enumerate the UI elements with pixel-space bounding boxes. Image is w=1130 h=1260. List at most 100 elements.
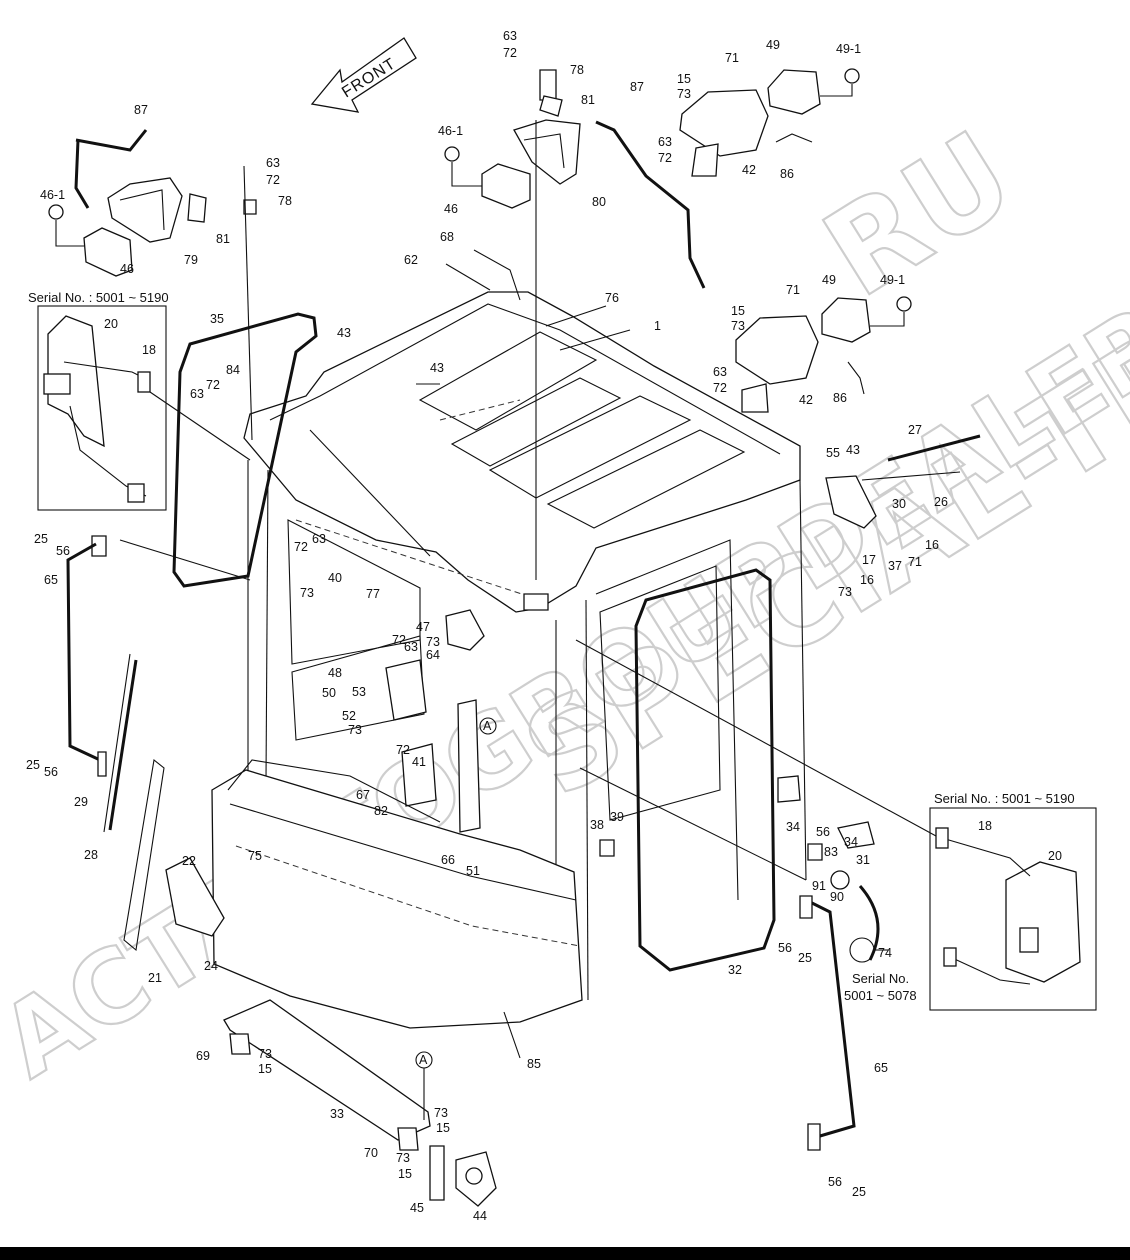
callout-label: 31 [856,853,870,867]
callout-label: 55 [826,446,840,460]
callout-label: 63 [404,640,418,654]
callout-label: 34 [844,835,858,849]
callout-label: 39 [610,810,624,824]
callout-label: 72 [658,151,672,165]
bottom-border-bar [0,1247,1130,1260]
callout-label: 71 [786,283,800,297]
callout-label: 63 [503,29,517,43]
callout-label: 77 [366,587,380,601]
callout-label: 56 [828,1175,842,1189]
left-mirror-serial-box: Serial No. : 5001 ~ 5190 [28,290,169,511]
callout-label: 25 [26,758,40,772]
callout-label: 38 [590,818,604,832]
callout-label: 63 [312,532,326,546]
callout-label: 72 [396,743,410,757]
callout-label: 64 [426,648,440,662]
callout-label: 80 [592,195,606,209]
left-serial-label: Serial No. : 5001 ~ 5190 [28,290,169,305]
right-serial-label: Serial No. : 5001 ~ 5190 [934,791,1075,806]
callout-label: 53 [352,685,366,699]
callout-label: 50 [322,686,336,700]
callout-label: 63 [658,135,672,149]
callout-label: 81 [581,93,595,107]
callout-labels: 63 72 78 81 87 71 49 49-1 15 73 63 72 42… [26,29,1062,1223]
callout-label: 27 [908,423,922,437]
callout-label: 45 [410,1201,424,1215]
callout-label: 78 [278,194,292,208]
callout-label: 25 [852,1185,866,1199]
callout-label: 71 [725,51,739,65]
callout-label: 75 [248,849,262,863]
callout-label: 86 [833,391,847,405]
callout-label: 73 [434,1106,448,1120]
callout-label: 20 [1048,849,1062,863]
callout-label: 16 [925,538,939,552]
marker-a-cab: A [483,719,492,733]
serial-note-line2: 5001 ~ 5078 [844,988,917,1003]
callout-label: 18 [142,343,156,357]
callout-label: 35 [210,312,224,326]
callout-label: 72 [266,173,280,187]
callout-label: 46 [444,202,458,216]
callout-label: 85 [527,1057,541,1071]
callout-label: 83 [824,845,838,859]
callout-label: 1 [654,319,661,333]
callout-label: 16 [860,573,874,587]
callout-label: 46 [120,262,134,276]
callout-label: 73 [731,319,745,333]
callout-label: 81 [216,232,230,246]
callout-label: 56 [816,825,830,839]
callout-label: 56 [778,941,792,955]
leader-lines [119,120,937,1059]
callout-label: 69 [196,1049,210,1063]
callout-label: 30 [892,497,906,511]
callout-label: 70 [364,1146,378,1160]
marker-a-bottom: A [419,1053,428,1067]
callout-label: 56 [56,544,70,558]
callout-label: 87 [630,80,644,94]
callout-label: 67 [356,788,370,802]
callout-label: 66 [441,853,455,867]
callout-label: 48 [328,666,342,680]
callout-label: 47 [416,620,430,634]
callout-label: 68 [440,230,454,244]
callout-label: 71 [908,555,922,569]
callout-label: 84 [226,363,240,377]
callout-label: 42 [742,163,756,177]
callout-label: 15 [398,1167,412,1181]
callout-label: 73 [838,585,852,599]
callout-label: 73 [348,723,362,737]
callout-label: 24 [204,959,218,973]
callout-label: 34 [786,820,800,834]
callout-label: 26 [934,495,948,509]
callout-label: 76 [605,291,619,305]
callout-label: 49 [822,273,836,287]
callout-label: 37 [888,559,902,573]
callout-label: 17 [862,553,876,567]
callout-label: 72 [206,378,220,392]
right-mirror-serial-box: Serial No. : 5001 ~ 5190 [929,791,1097,1011]
callout-label: 87 [134,103,148,117]
callout-label: 73 [300,586,314,600]
callout-label: 49 [766,38,780,52]
callout-label: 33 [330,1107,344,1121]
callout-label: 82 [374,804,388,818]
callout-label: 28 [84,848,98,862]
callout-label: 43 [337,326,351,340]
callout-label: 15 [731,304,745,318]
callout-label: 63 [266,156,280,170]
callout-label: 22 [182,854,196,868]
callout-label: 29 [74,795,88,809]
callout-label: 44 [473,1209,487,1223]
callout-label: 65 [44,573,58,587]
callout-label: 40 [328,571,342,585]
callout-label: 52 [342,709,356,723]
serial-note-line1: Serial No. [852,971,909,986]
callout-label: 32 [728,963,742,977]
callout-label: 62 [404,253,418,267]
callout-label: 73 [396,1151,410,1165]
callout-label: 72 [713,381,727,395]
callout-label: 65 [874,1061,888,1075]
callout-label: 90 [830,890,844,904]
